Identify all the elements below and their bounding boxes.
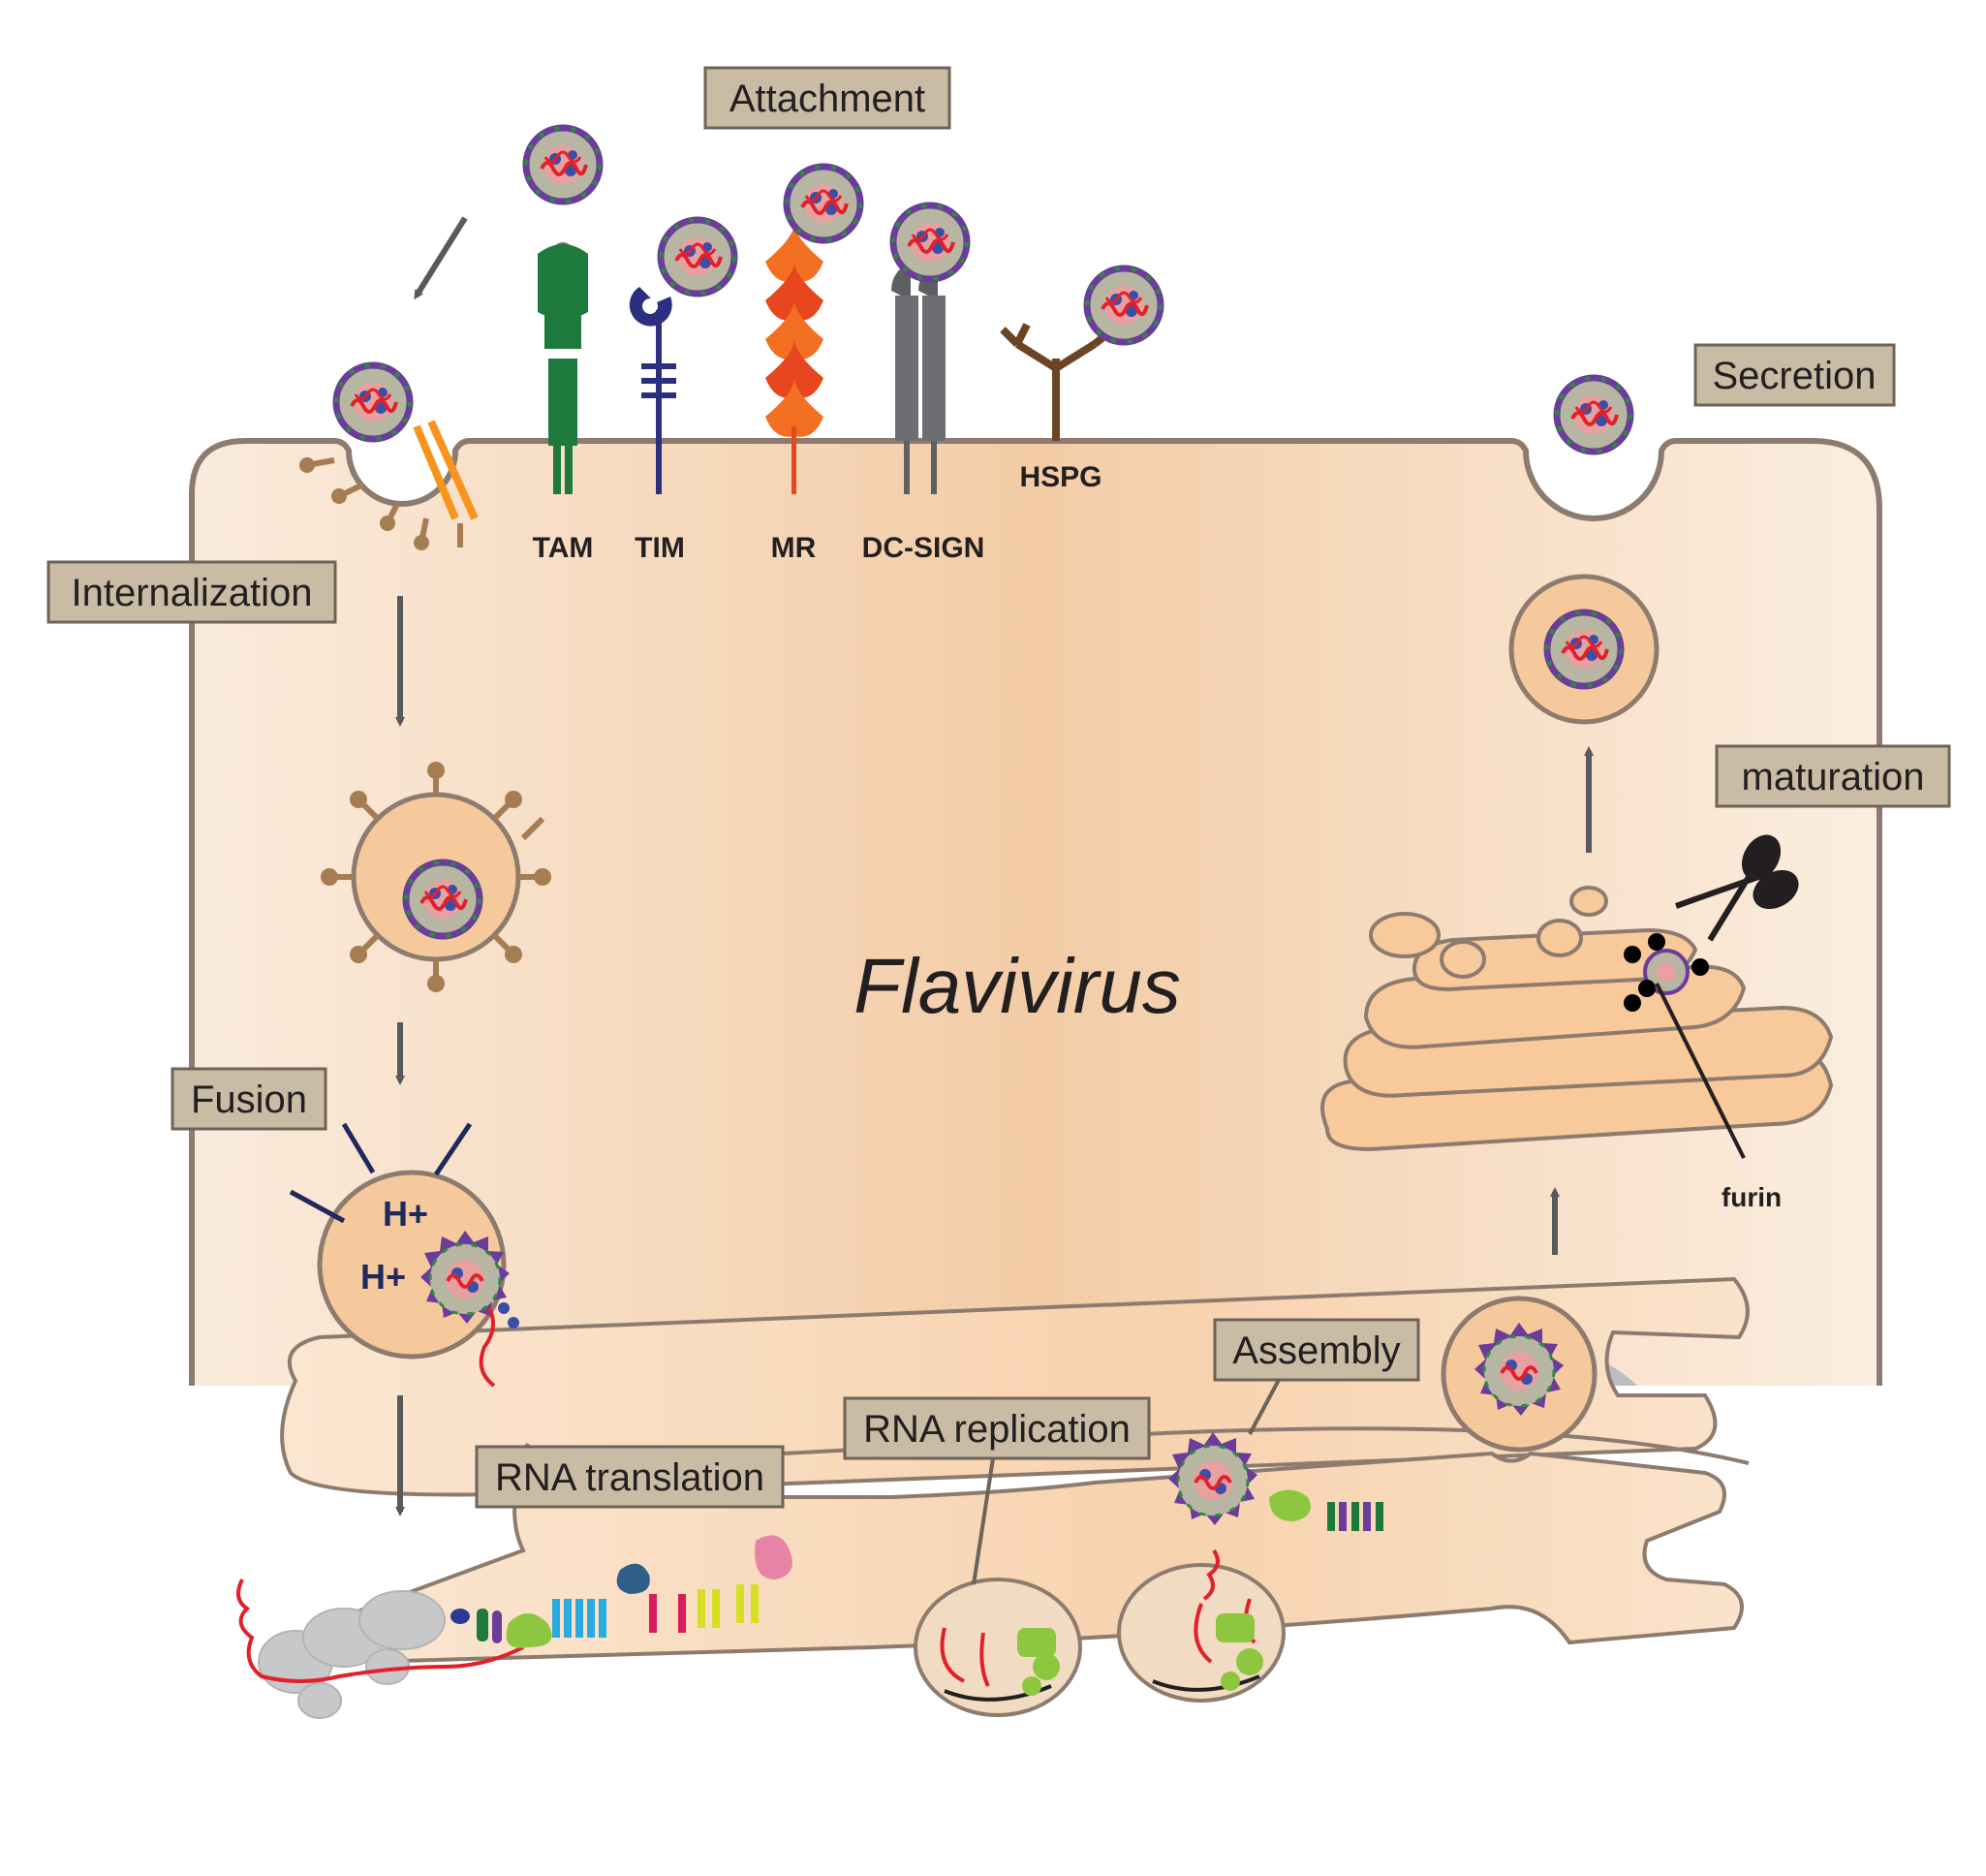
tam-receptor — [526, 128, 600, 494]
secretion-text: Secretion — [1713, 355, 1877, 397]
secretory-vesicle — [1508, 574, 1660, 725]
tim-receptor — [629, 220, 734, 494]
proton-label-1: H+ — [383, 1194, 428, 1234]
fusion-endosome — [317, 1170, 519, 1388]
mr-label: MR — [771, 532, 817, 564]
replication-vesicle-1 — [914, 1578, 1082, 1717]
maturing-virion — [1624, 933, 1709, 1012]
internalization-text: Internalization — [71, 572, 312, 614]
assembly-text: Assembly — [1232, 1329, 1400, 1372]
diagram-title: Flavivirus — [853, 943, 1181, 1029]
furin-pointer — [1655, 983, 1746, 1159]
tam-label: TAM — [533, 532, 594, 564]
label-attachment: Attachment — [703, 66, 951, 130]
ribosomes — [258, 1590, 446, 1719]
proton-arrows — [289, 1122, 473, 1224]
clathrin-pit — [299, 365, 479, 550]
golgi-apparatus — [1320, 886, 1834, 1151]
hspg-receptor — [1000, 268, 1161, 441]
label-connectors — [972, 1379, 1281, 1585]
scissors-icon — [1675, 834, 1799, 942]
label-secretion: Secretion — [1693, 343, 1896, 407]
mr-receptor — [765, 167, 860, 494]
cell-body — [189, 438, 1882, 1386]
label-internalization: Internalization — [47, 560, 337, 624]
viral-polyprotein — [450, 1535, 792, 1648]
label-rna-translation: RNA translation — [475, 1445, 785, 1509]
label-fusion: Fusion — [171, 1067, 327, 1131]
fusion-text: Fusion — [191, 1079, 307, 1121]
label-assembly: Assembly — [1213, 1318, 1420, 1382]
label-rna-replication: RNA replication — [843, 1396, 1151, 1460]
endosome — [321, 762, 551, 992]
tim-label: TIM — [635, 532, 685, 564]
rna-replication-text: RNA replication — [863, 1408, 1131, 1451]
translated-rna — [236, 1579, 524, 1683]
secreted-virion — [1557, 378, 1630, 452]
dc-sign-receptor — [891, 205, 967, 494]
assembling-virion — [1166, 1430, 1383, 1531]
attachment-text: Attachment — [729, 78, 925, 120]
replication-vesicle-2 — [1117, 1548, 1286, 1703]
rna-translation-text: RNA translation — [495, 1456, 764, 1499]
maturation-text: maturation — [1742, 756, 1925, 798]
pathway-arrows — [395, 216, 1594, 1516]
hspg-label: HSPG — [1019, 461, 1102, 493]
furin-label: furin — [1722, 1182, 1782, 1212]
proton-label-2: H+ — [360, 1257, 406, 1297]
budding-vesicle — [1441, 1296, 1598, 1453]
dc-sign-label: DC-SIGN — [862, 532, 985, 564]
label-maturation: maturation — [1715, 744, 1951, 808]
